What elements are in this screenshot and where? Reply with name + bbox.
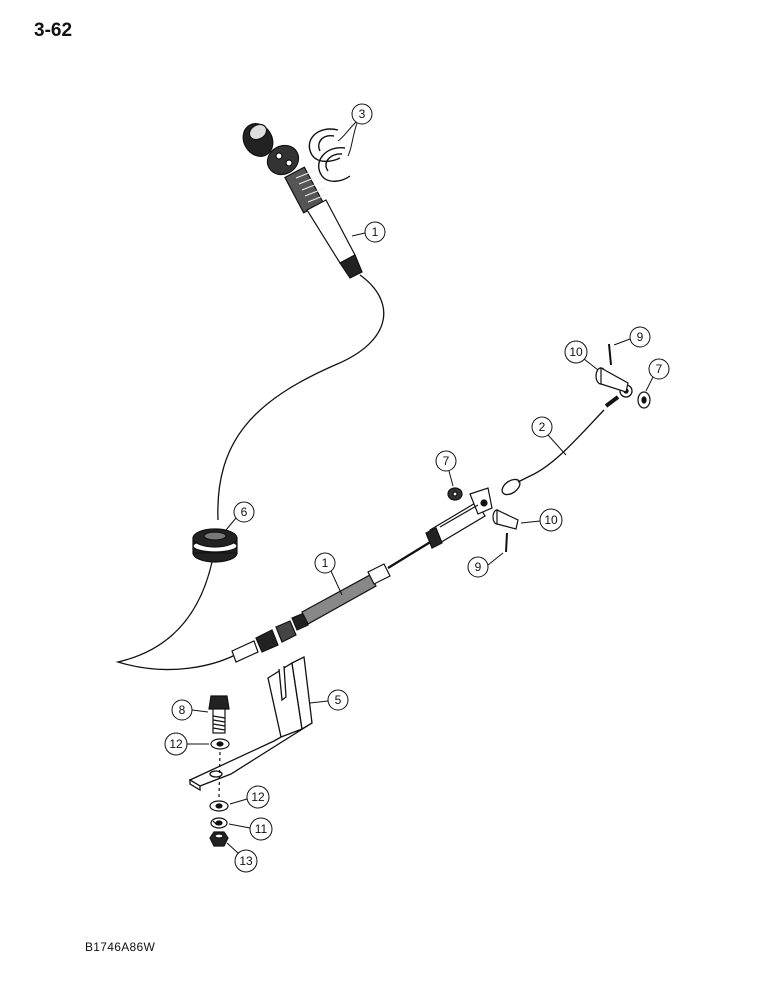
callout-7-lower: 7 (435, 450, 457, 487)
page-number: 3-62 (34, 20, 73, 41)
svg-text:9: 9 (637, 330, 644, 344)
cable-knob-assembly (242, 123, 363, 279)
cable-loop (501, 478, 521, 496)
clevis-pin-upper (595, 366, 629, 393)
bolt (208, 695, 230, 734)
lower-cable-housing (231, 487, 493, 663)
clevis-pin-lower (492, 509, 519, 530)
svg-text:7: 7 (443, 454, 450, 468)
flat-washer-lower (209, 800, 229, 812)
cable-wire-lower (115, 561, 236, 671)
svg-text:1: 1 (372, 225, 379, 239)
svg-text:12: 12 (251, 790, 265, 804)
mounting-bracket (188, 656, 313, 792)
cable-wire-upper (217, 274, 385, 521)
cotter-pin-upper (608, 343, 612, 366)
clevis (425, 487, 493, 549)
callout-1-lower: 1 (314, 552, 343, 596)
callout-3: 3 (337, 103, 373, 157)
svg-text:7: 7 (656, 362, 663, 376)
hex-nut (209, 831, 229, 847)
svg-text:3: 3 (359, 107, 366, 121)
callout-1-upper: 1 (351, 221, 386, 243)
grommet (192, 528, 238, 563)
svg-text:12: 12 (169, 737, 183, 751)
washer-lower (447, 487, 463, 501)
callout-7-upper: 7 (645, 358, 670, 392)
svg-text:2: 2 (539, 420, 546, 434)
figure-code: B1746A86W (85, 940, 156, 954)
callout-12-upper: 12 (164, 732, 209, 756)
svg-text:8: 8 (179, 703, 186, 717)
callout-6: 6 (225, 501, 255, 531)
lock-washer (210, 817, 228, 829)
callout-10-lower: 10 (520, 508, 563, 532)
hardware-stack (208, 695, 230, 847)
svg-text:9: 9 (475, 560, 482, 574)
callouts: 3 1 10 9 7 2 (164, 103, 670, 873)
svg-text:13: 13 (239, 854, 253, 868)
upper-housing (306, 199, 356, 264)
callout-8: 8 (171, 699, 209, 721)
cotter-pin-lower (505, 532, 508, 553)
lock-nut (266, 144, 300, 176)
svg-text:5: 5 (335, 693, 342, 707)
callout-5: 5 (309, 689, 349, 711)
callout-13: 13 (226, 842, 258, 873)
callout-10-upper: 10 (564, 340, 599, 371)
callout-11: 11 (228, 817, 273, 841)
link-cable (501, 384, 633, 496)
svg-text:1: 1 (322, 556, 329, 570)
callout-9-upper: 9 (613, 326, 651, 348)
washer-upper (637, 391, 651, 409)
svg-text:11: 11 (255, 822, 268, 836)
callout-9-lower: 9 (467, 552, 504, 578)
flat-washer-upper (210, 738, 230, 750)
callout-12-lower: 12 (229, 785, 270, 809)
control-cable (115, 274, 385, 671)
svg-text:10: 10 (544, 513, 558, 527)
svg-text:10: 10 (569, 345, 583, 359)
callout-2: 2 (531, 416, 567, 456)
retaining-clips (308, 128, 351, 182)
svg-text:6: 6 (241, 505, 248, 519)
